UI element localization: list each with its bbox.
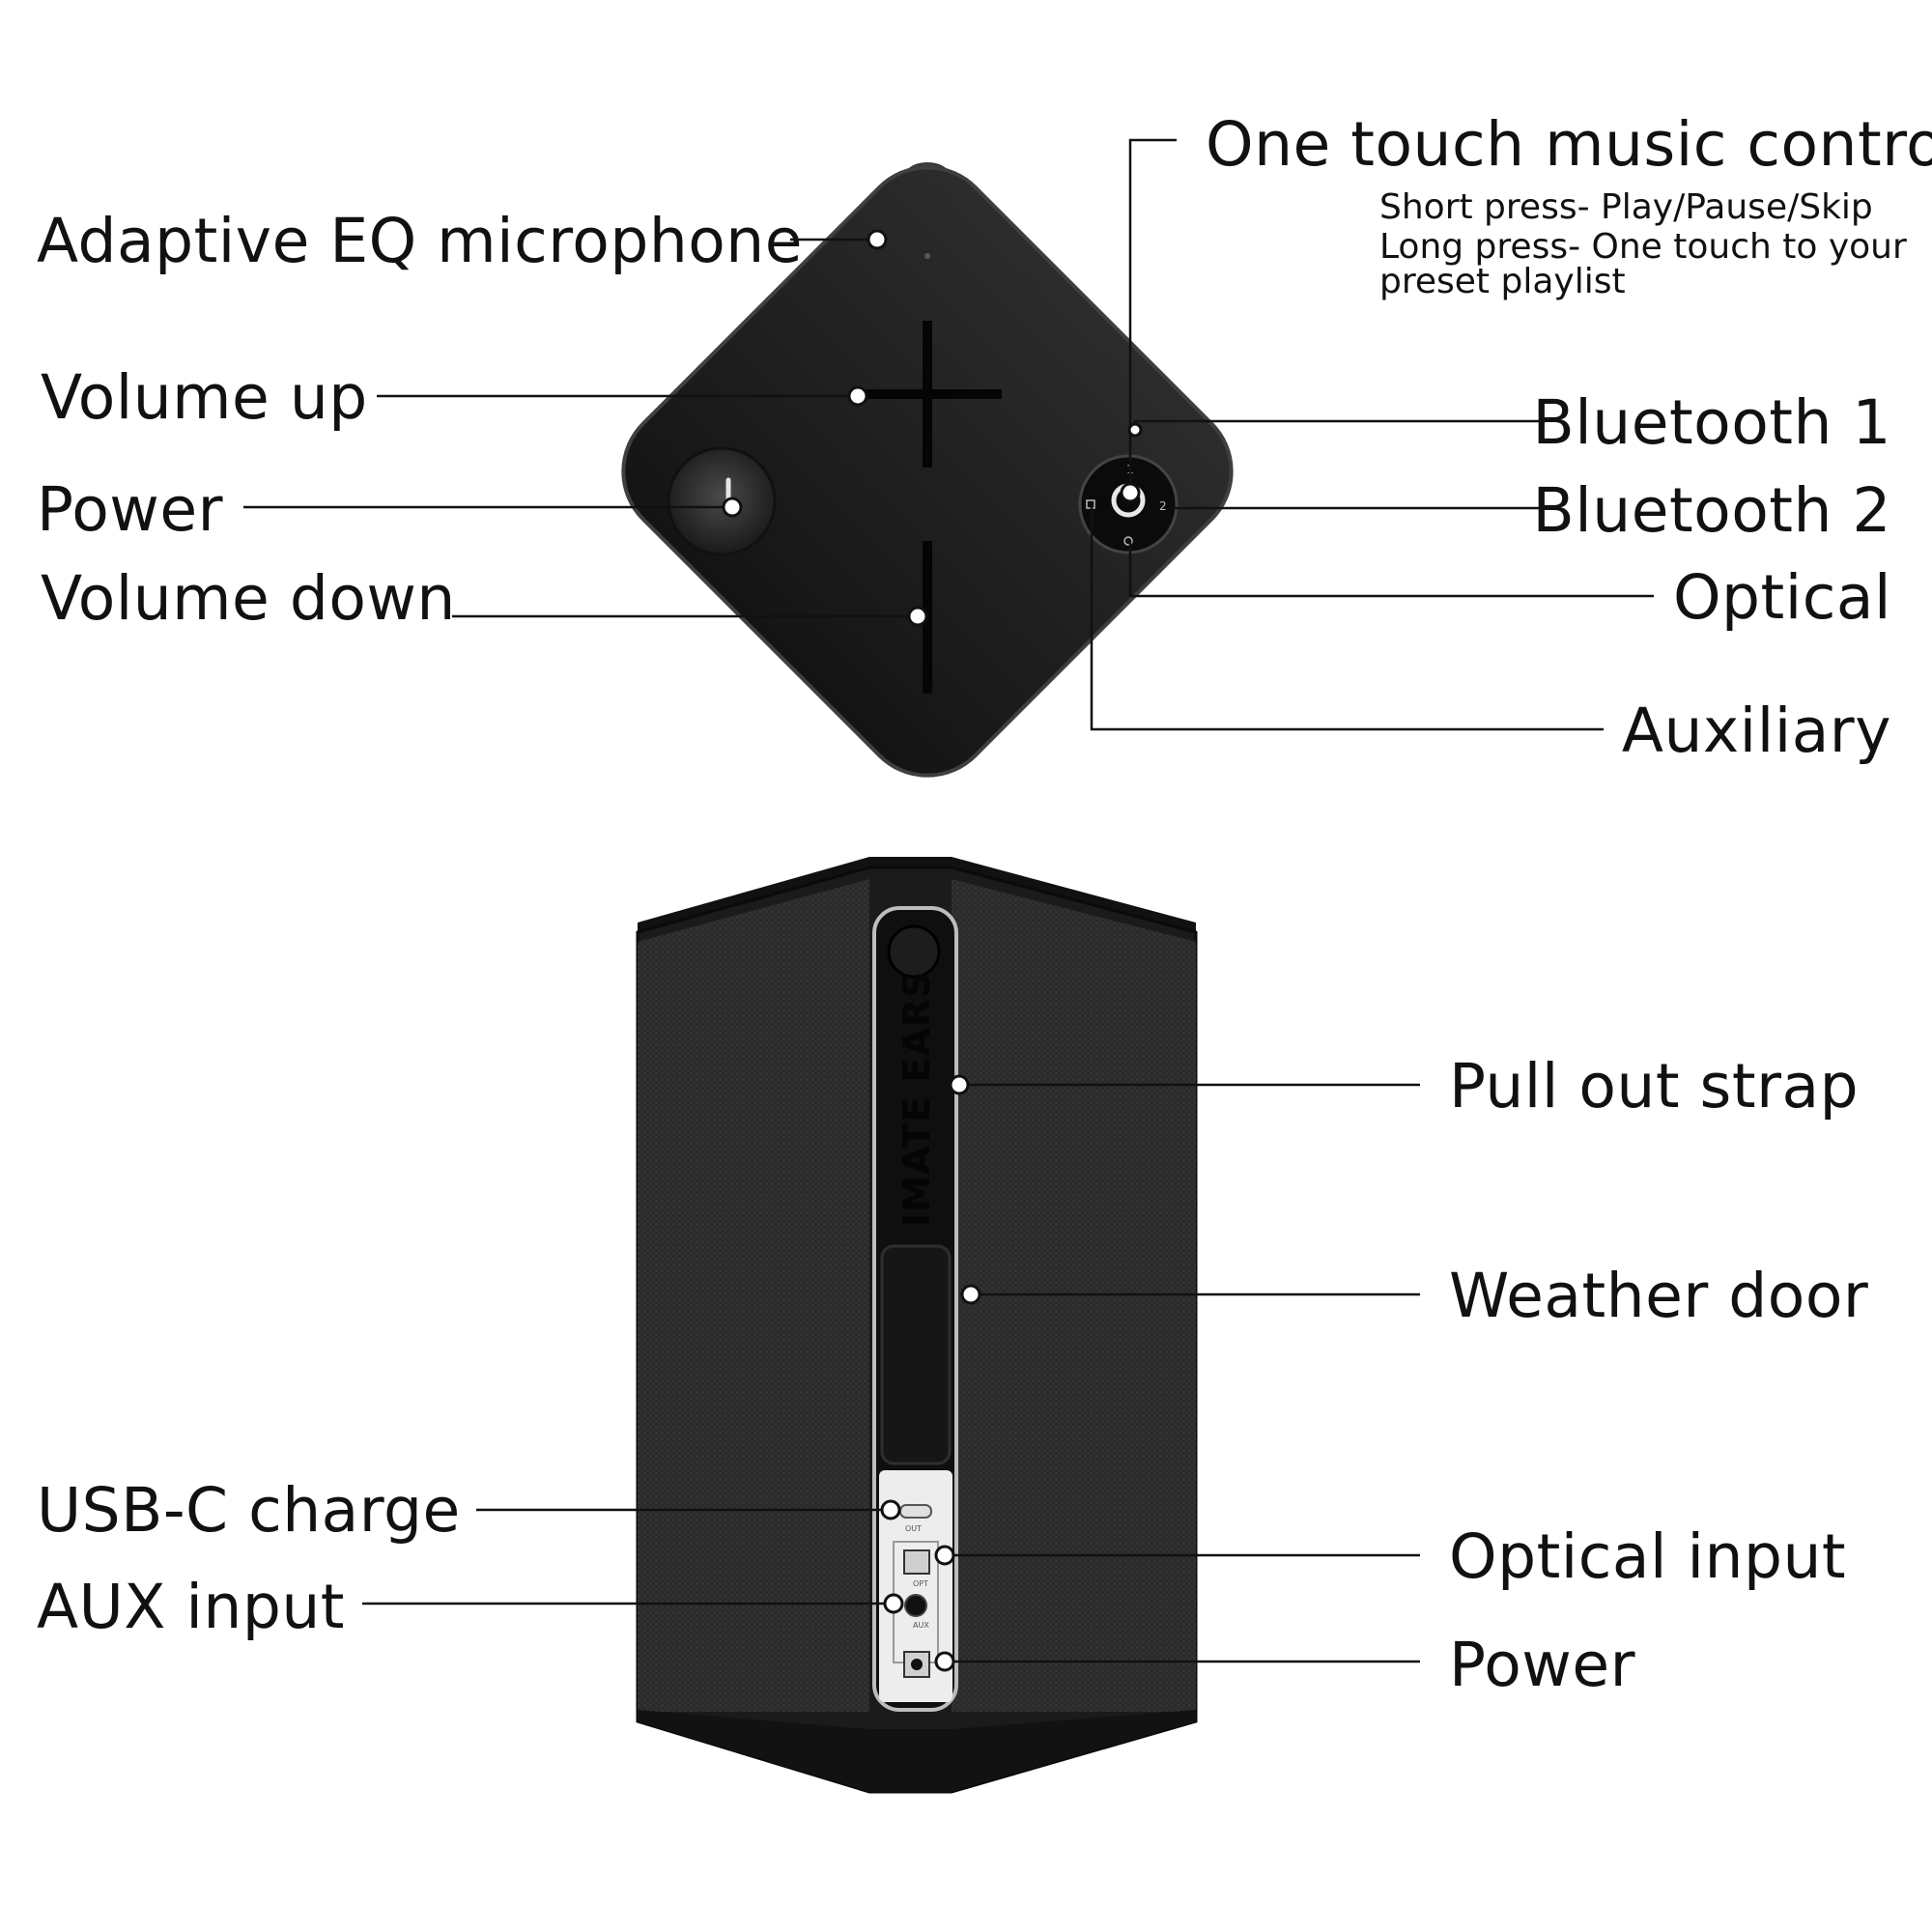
- dot-volume-up: [847, 385, 868, 407]
- aux-mark: [1123, 536, 1133, 546]
- label-power-top: Power: [37, 474, 223, 545]
- side-top-cap: [638, 857, 1196, 935]
- label-one-touch-long-1: Long press- One touch to your: [1379, 227, 1907, 267]
- mic-hole: [924, 253, 930, 259]
- label-bluetooth-2: Bluetooth 2: [1532, 475, 1891, 546]
- bottom-cap: [638, 1710, 1196, 1792]
- dot-power-top: [722, 497, 743, 518]
- out-mark: OUT: [905, 1524, 922, 1533]
- dot-bt1: [1127, 422, 1143, 438]
- label-adaptive-eq: Adaptive EQ microphone: [37, 206, 803, 276]
- label-volume-down: Volume down: [41, 563, 456, 634]
- dot-adaptive-eq: [867, 229, 888, 250]
- power-button: [667, 446, 777, 556]
- label-power-side: Power: [1449, 1630, 1635, 1700]
- label-one-touch-long-2: preset playlist: [1379, 262, 1626, 301]
- label-weather-door: Weather door: [1449, 1261, 1869, 1331]
- dot-optical-input: [934, 1545, 955, 1566]
- control-ring: [1078, 454, 1179, 554]
- volume-up-bar-h: [855, 389, 1002, 399]
- usb-c-port: [899, 1504, 932, 1519]
- weather-door-shape: [880, 1244, 952, 1465]
- leader-lines-top: [243, 138, 1654, 731]
- bt2-mark: 2: [1159, 499, 1167, 513]
- leader-lines-side: [362, 1074, 1420, 1672]
- optical-port: [903, 1549, 930, 1575]
- label-bluetooth-1: Bluetooth 1: [1532, 387, 1891, 458]
- label-pull-out-strap: Pull out strap: [1449, 1051, 1860, 1122]
- dot-usb-c: [880, 1499, 901, 1520]
- dot-power-side: [934, 1651, 955, 1672]
- label-one-touch-short: Short press- Play/Pause/Skip: [1379, 187, 1873, 227]
- label-optical: Optical: [1672, 562, 1891, 633]
- dot-pull-strap: [949, 1074, 970, 1095]
- label-optical-input: Optical input: [1449, 1521, 1847, 1592]
- speaker-side-view: IMATE EARS OUT OPT AUX: [636, 857, 1198, 1794]
- label-aux-input: AUX input: [37, 1572, 345, 1642]
- label-volume-up: Volume up: [41, 362, 368, 433]
- aux-port: [904, 1594, 927, 1617]
- port-panel: [879, 1470, 952, 1702]
- label-auxiliary: Auxiliary: [1621, 696, 1891, 766]
- top-diamond-body: [621, 165, 1234, 778]
- dot-one-touch: [1120, 482, 1141, 503]
- dot-volume-down: [907, 606, 928, 627]
- label-usb-c-charge: USB-C charge: [37, 1475, 461, 1546]
- label-one-touch: One touch music control: [1206, 109, 1932, 180]
- dc-power-port: [903, 1651, 930, 1678]
- opt-mark: OPT: [913, 1579, 928, 1588]
- fabric-left: [638, 879, 869, 1712]
- aux-mark-text: AUX: [913, 1621, 929, 1630]
- dot-aux-input: [883, 1593, 904, 1614]
- dot-weather-door: [960, 1284, 981, 1305]
- strap-button: [887, 924, 941, 979]
- brand-text: IMATE EARS: [895, 970, 938, 1227]
